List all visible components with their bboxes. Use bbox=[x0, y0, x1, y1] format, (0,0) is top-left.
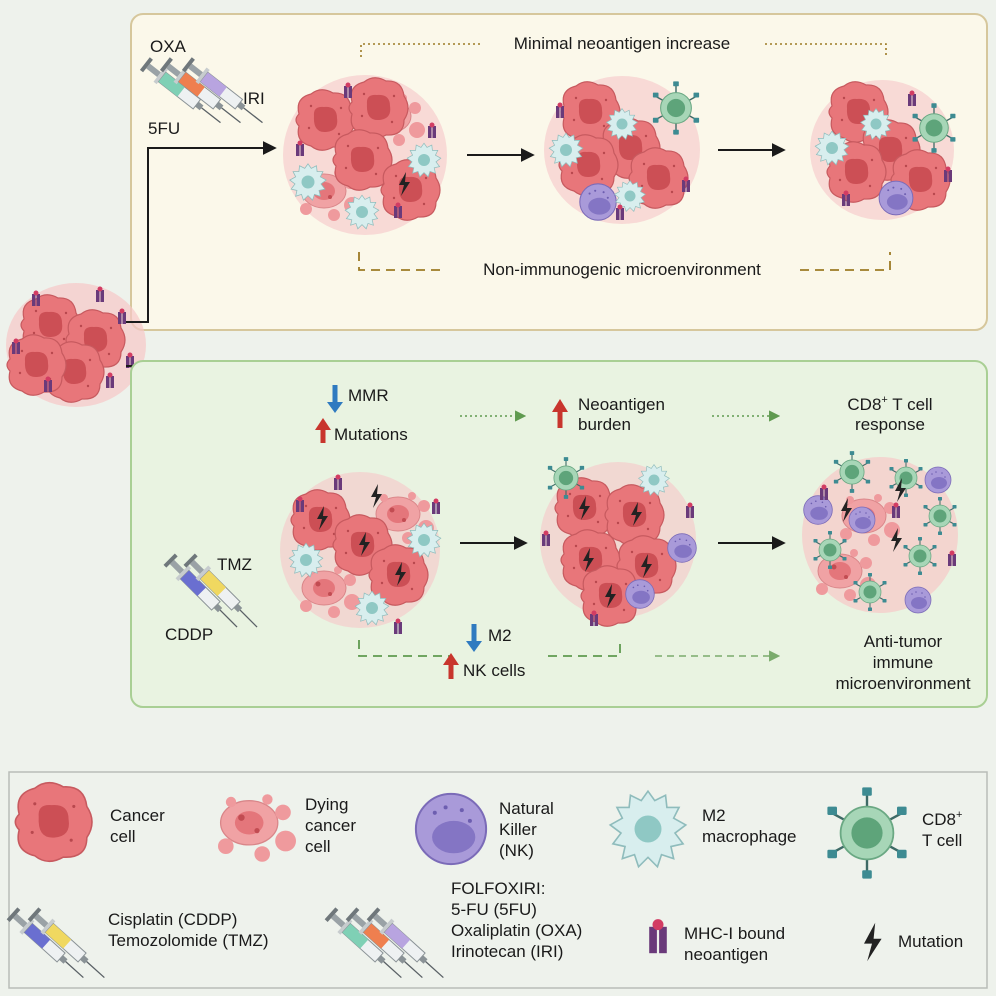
antitumor-label-line3: microenvironment bbox=[835, 674, 970, 693]
top-tumor-1 bbox=[283, 75, 447, 235]
legend-folfoxiri-label: FOLFOXIRI:5-FU (5FU)Oxaliplatin (OXA)Iri… bbox=[451, 879, 582, 961]
antitumor-label-line1: Anti-tumor bbox=[864, 632, 943, 651]
legend-mutation-label: Mutation bbox=[898, 932, 963, 951]
legend-syringes-folfoxiri bbox=[323, 905, 451, 985]
neoantigen-label-line2: burden bbox=[578, 415, 631, 434]
branch-to-top bbox=[126, 141, 277, 323]
arrow-up-neoantigen bbox=[552, 399, 568, 428]
legend-cddp-tmz-label: Cisplatin (CDDP)Temozolomide (TMZ) bbox=[108, 910, 269, 950]
mmr-label: MMR bbox=[348, 386, 389, 405]
arrow-down-mmr bbox=[327, 385, 343, 413]
arrow-up-mutations bbox=[315, 418, 331, 443]
antitumor-label-line2: immune bbox=[873, 653, 933, 672]
cd8-response-label-line1: CD8+ T cell bbox=[847, 394, 932, 414]
drug-label-5fu: 5FU bbox=[148, 119, 180, 138]
drug-label-cddp: CDDP bbox=[165, 625, 213, 644]
legend-nk-icon bbox=[414, 792, 488, 866]
top-syringes bbox=[138, 55, 269, 131]
bottom-tumor-2 bbox=[540, 456, 697, 627]
top-header-bracket bbox=[360, 43, 887, 57]
top-tumor-3 bbox=[810, 80, 957, 220]
arrow-up-nk bbox=[443, 653, 459, 679]
legend-cd8-label: CD8+T cell bbox=[922, 809, 962, 850]
bottom-footer-dashes-1 bbox=[358, 640, 450, 657]
drug-label-oxa: OXA bbox=[150, 37, 187, 56]
arrow-down-m2 bbox=[466, 624, 482, 652]
nk-cells-label: NK cells bbox=[463, 661, 525, 680]
top-footer-bracket bbox=[358, 252, 891, 271]
bottom-tumor-3 bbox=[802, 450, 958, 614]
drug-label-iri: IRI bbox=[243, 89, 265, 108]
start-tumor bbox=[6, 283, 146, 407]
bottom-tumor-1 bbox=[280, 472, 442, 634]
legend-box bbox=[8, 771, 988, 989]
neoantigen-label-line1: Neoantigen bbox=[578, 395, 665, 414]
legend-syringes-cddp-tmz bbox=[5, 905, 112, 985]
mutations-label: Mutations bbox=[334, 425, 408, 444]
m2-label: M2 bbox=[488, 626, 512, 645]
top-header-label: Minimal neoantigen increase bbox=[514, 34, 730, 53]
legend-cancer-cell-icon bbox=[14, 781, 93, 863]
top-tumor-2 bbox=[544, 76, 700, 224]
cd8-response-label-line2: response bbox=[855, 415, 925, 434]
top-footer-label: Non-immunogenic microenvironment bbox=[483, 260, 761, 279]
bottom-syringes bbox=[162, 552, 265, 635]
bottom-footer-dashes-2 bbox=[548, 640, 621, 657]
drug-label-tmz: TMZ bbox=[217, 555, 252, 574]
